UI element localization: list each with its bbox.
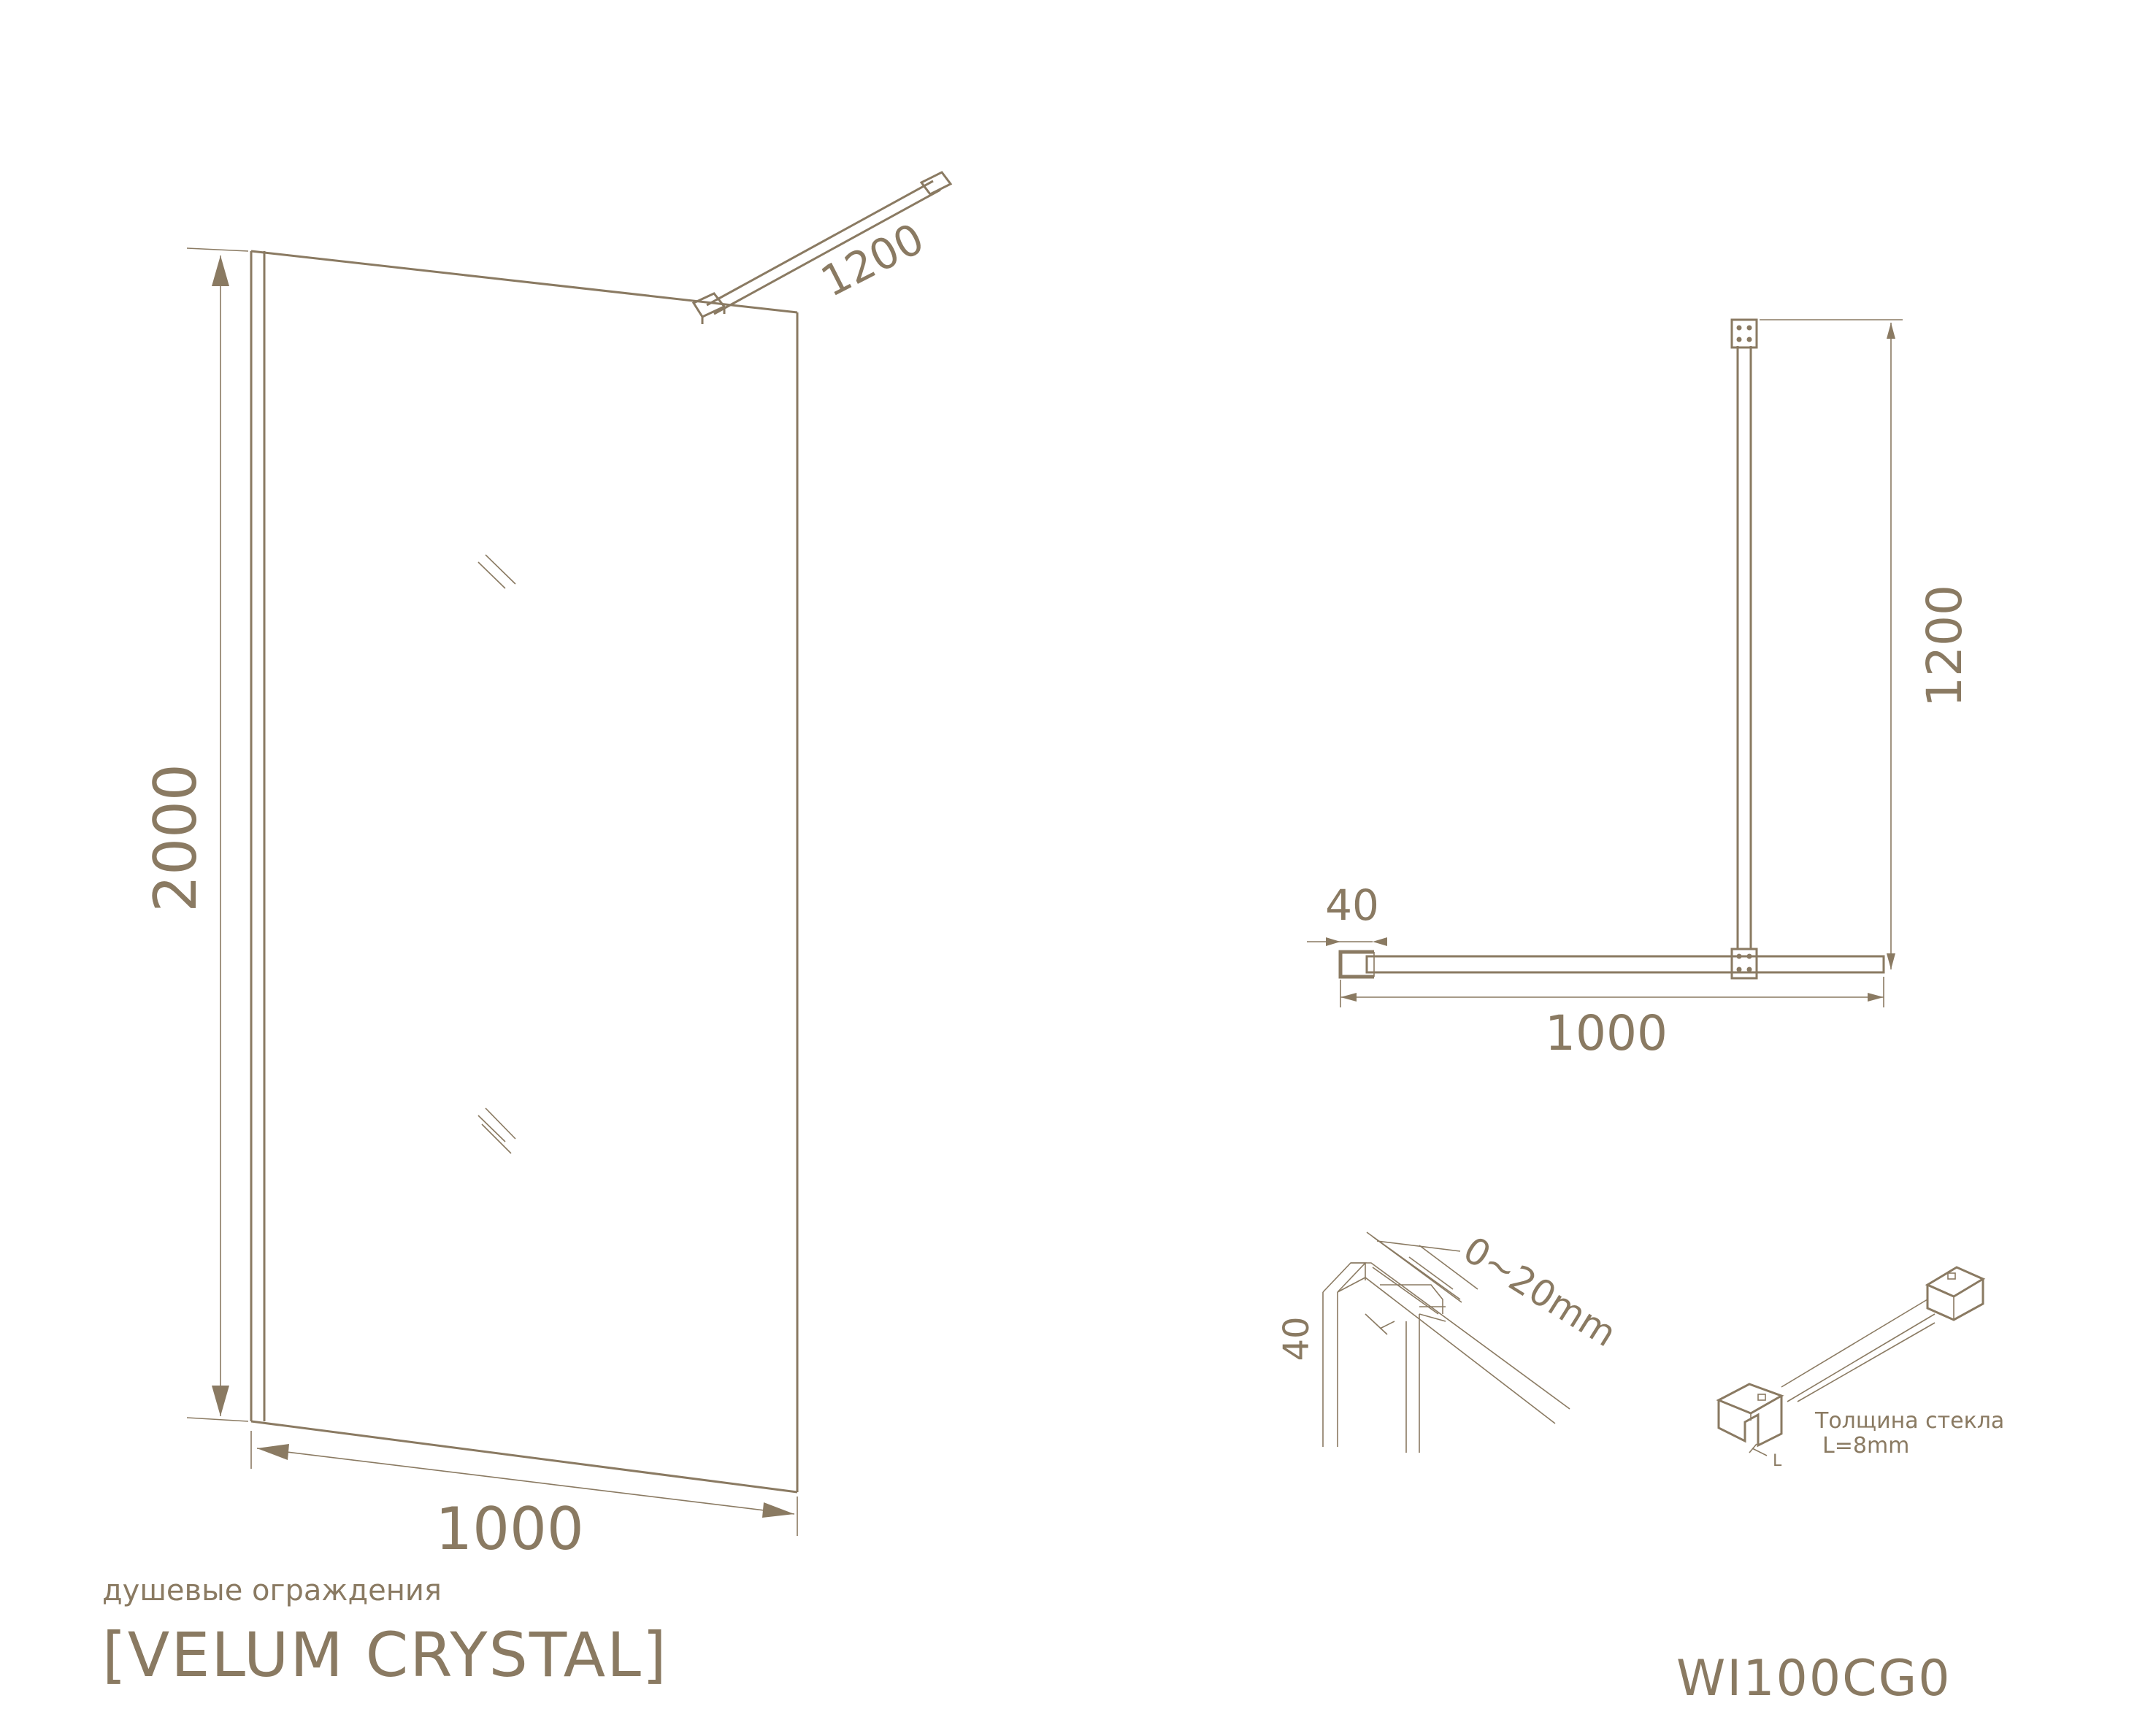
profile-detail: 0~20mm 40 — [1276, 1229, 1624, 1453]
glass-thickness-label: Толщина стекла — [1814, 1408, 2004, 1434]
model-code: WI100CG0 — [1676, 1650, 1952, 1707]
adjust-dimension-label: 0~20mm — [1456, 1229, 1624, 1356]
glass-panel — [250, 250, 799, 1494]
plan-profile-dimension: 40 — [1307, 880, 1387, 946]
plan-width-dimension-label: 1000 — [1545, 1005, 1668, 1061]
bracket-detail: L Толщина стекла L=8mm — [1716, 1266, 2004, 1470]
brand-title: [VELUM CRYSTAL] — [102, 1619, 668, 1691]
plan-bar-dimension-label: 1200 — [1917, 585, 1973, 707]
glass-section — [1365, 955, 1885, 974]
perspective-view: 2000 1000 1200 — [142, 171, 953, 1563]
brand-block: душевые ограждения [VELUM CRYSTAL] WI100… — [102, 1574, 1952, 1707]
width-dimension: 1000 — [250, 1431, 798, 1563]
width-dimension-label: 1000 — [435, 1495, 584, 1563]
plan-bar-dimension: 1200 — [1760, 319, 1973, 969]
plan-stabilizer-bar — [1730, 318, 1758, 980]
height-dimension: 2000 — [142, 247, 249, 1422]
glass-reflection-marks — [477, 554, 516, 1154]
wall-profile — [1338, 950, 1375, 979]
plan-profile-dimension-label: 40 — [1325, 880, 1379, 930]
plan-width-dimension: 1000 — [1340, 977, 1884, 1061]
height-dimension-label: 2000 — [142, 764, 210, 913]
depth-dimension-label: 40 — [1276, 1316, 1317, 1361]
stabilizer-bar — [691, 171, 953, 324]
plan-view: 1200 1000 40 — [1307, 318, 1973, 1061]
glass-thickness-value: L=8mm — [1822, 1433, 1909, 1459]
thickness-symbol: L — [1773, 1452, 1782, 1470]
brand-subtitle: душевые ограждения — [102, 1574, 442, 1607]
